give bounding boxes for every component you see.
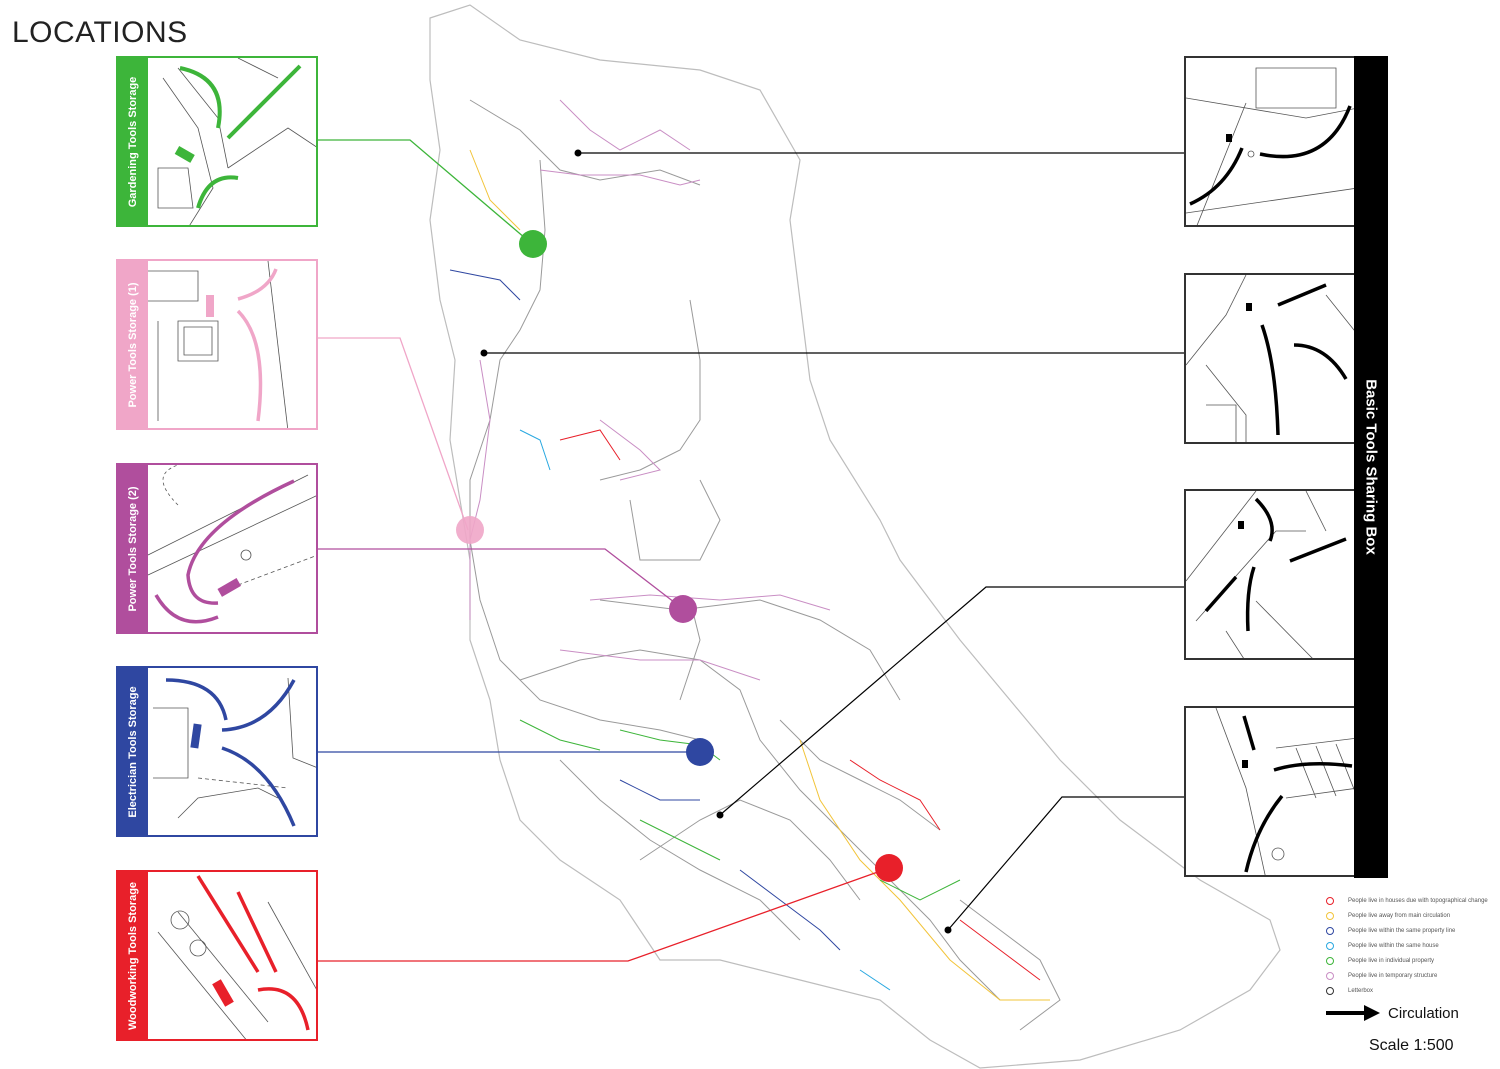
- power-tools-1-panel: Power Tools Storage (1): [116, 259, 318, 430]
- legend-swatch: [1326, 941, 1334, 950]
- scale-label: Scale 1:500: [1369, 1037, 1454, 1054]
- legend-item: People live in temporary structure: [1322, 968, 1488, 983]
- woodworking-marker: [875, 854, 903, 882]
- basic-box-detail-3: [1186, 491, 1347, 658]
- legend-item: People live within the same house: [1322, 938, 1488, 953]
- legend-item: Letterbox: [1322, 983, 1488, 998]
- legend-swatch: [1326, 986, 1334, 995]
- basic-box-markers: [480, 149, 952, 934]
- legend-swatch: [1326, 971, 1334, 980]
- power-tools-1-detail: [148, 261, 289, 428]
- legend-label: People live in houses due with topograph…: [1348, 897, 1488, 904]
- legend-item: People live in individual property: [1322, 953, 1488, 968]
- legend-item: People live away from main circulation: [1322, 908, 1488, 923]
- basic-box-panel-3: [1184, 489, 1356, 660]
- basic-box-detail-4: [1215, 708, 1354, 875]
- legend-label: People live within the same house: [1348, 942, 1439, 949]
- legend: People live in houses due with topograph…: [1322, 893, 1488, 998]
- basic-box-detail-1: [1186, 67, 1354, 225]
- legend-swatch: [1326, 911, 1334, 920]
- legend-swatch: [1326, 926, 1334, 935]
- woodworking-detail: [157, 875, 316, 1039]
- power-tools-2-tab: Power Tools Storage (2): [118, 465, 148, 632]
- power-tools-2-marker: [669, 595, 697, 623]
- power-tools-2-detail: [147, 465, 316, 624]
- basic-box-panel-2: [1184, 273, 1356, 444]
- basic-box-detail-2: [1186, 275, 1354, 442]
- circulation-key: Circulation: [1326, 1004, 1459, 1022]
- legend-swatch: [1326, 896, 1334, 905]
- electrician-marker: [686, 738, 714, 766]
- power-tools-1-tab: Power Tools Storage (1): [118, 261, 148, 428]
- storage-leaders: [318, 139, 890, 962]
- electrician-tab: Electrician Tools Storage: [118, 668, 148, 835]
- gardening-tab: Gardening Tools Storage: [118, 58, 148, 225]
- power-tools-1-marker: [456, 516, 484, 544]
- legend-item: People live within the same property lin…: [1322, 923, 1488, 938]
- circulation-label: Circulation: [1388, 1004, 1459, 1022]
- power-tools-2-panel: Power Tools Storage (2): [116, 463, 318, 634]
- legend-item: People live in houses due with topograph…: [1322, 893, 1488, 908]
- circulation-arrow-icon: [1326, 1005, 1380, 1021]
- gardening-panel: Gardening Tools Storage: [116, 56, 318, 227]
- legend-swatch: [1326, 956, 1334, 965]
- legend-label: People live in temporary structure: [1348, 972, 1438, 979]
- connection-lines: [449, 99, 1050, 1001]
- legend-label: People live in individual property: [1348, 957, 1435, 964]
- basic-box-panel-4: [1184, 706, 1356, 877]
- basic-box-panel-1: [1184, 56, 1356, 227]
- legend-label: People live away from main circulation: [1348, 912, 1451, 919]
- gardening-detail: [157, 58, 316, 225]
- legend-label: People live within the same property lin…: [1348, 927, 1456, 934]
- electrician-detail: [153, 677, 316, 827]
- basic-box-leaders: [484, 152, 1185, 931]
- gardening-marker: [519, 230, 547, 258]
- page-title: LOCATIONS: [12, 16, 188, 49]
- site-boundary: [429, 4, 1281, 1069]
- woodworking-tab: Woodworking Tools Storage: [118, 872, 148, 1039]
- legend-label: Letterbox: [1348, 987, 1374, 994]
- electrician-panel: Electrician Tools Storage: [116, 666, 318, 837]
- road-network: [469, 99, 1061, 1031]
- woodworking-panel: Woodworking Tools Storage: [116, 870, 318, 1041]
- basic-tools-bar: Basic Tools Sharing Box: [1354, 56, 1388, 878]
- basic-tools-label: Basic Tools Sharing Box: [1362, 379, 1380, 555]
